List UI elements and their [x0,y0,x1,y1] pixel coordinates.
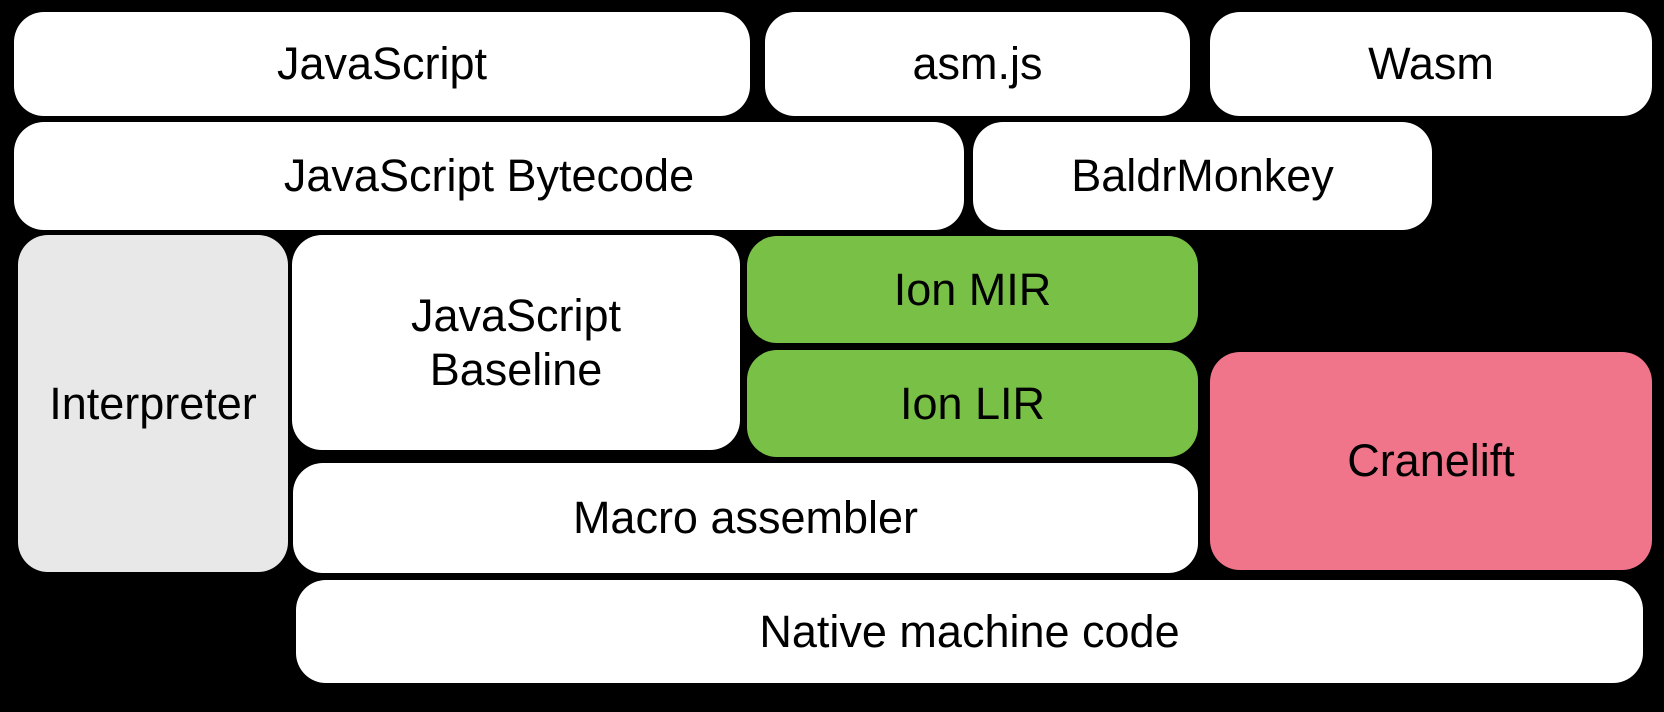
node-interpreter: Interpreter [18,235,288,572]
node-javascript-bytecode: JavaScript Bytecode [14,122,964,230]
node-cranelift: Cranelift [1210,352,1652,570]
node-ion-mir: Ion MIR [747,236,1198,343]
node-native-machine-code: Native machine code [296,580,1643,683]
node-asmjs: asm.js [765,12,1190,116]
node-javascript-baseline: JavaScript Baseline [292,235,740,450]
node-baldrmonkey: BaldrMonkey [973,122,1432,230]
node-ion-lir: Ion LIR [747,350,1198,457]
node-wasm: Wasm [1210,12,1652,116]
node-javascript: JavaScript [14,12,750,116]
node-macro-assembler: Macro assembler [293,463,1198,573]
